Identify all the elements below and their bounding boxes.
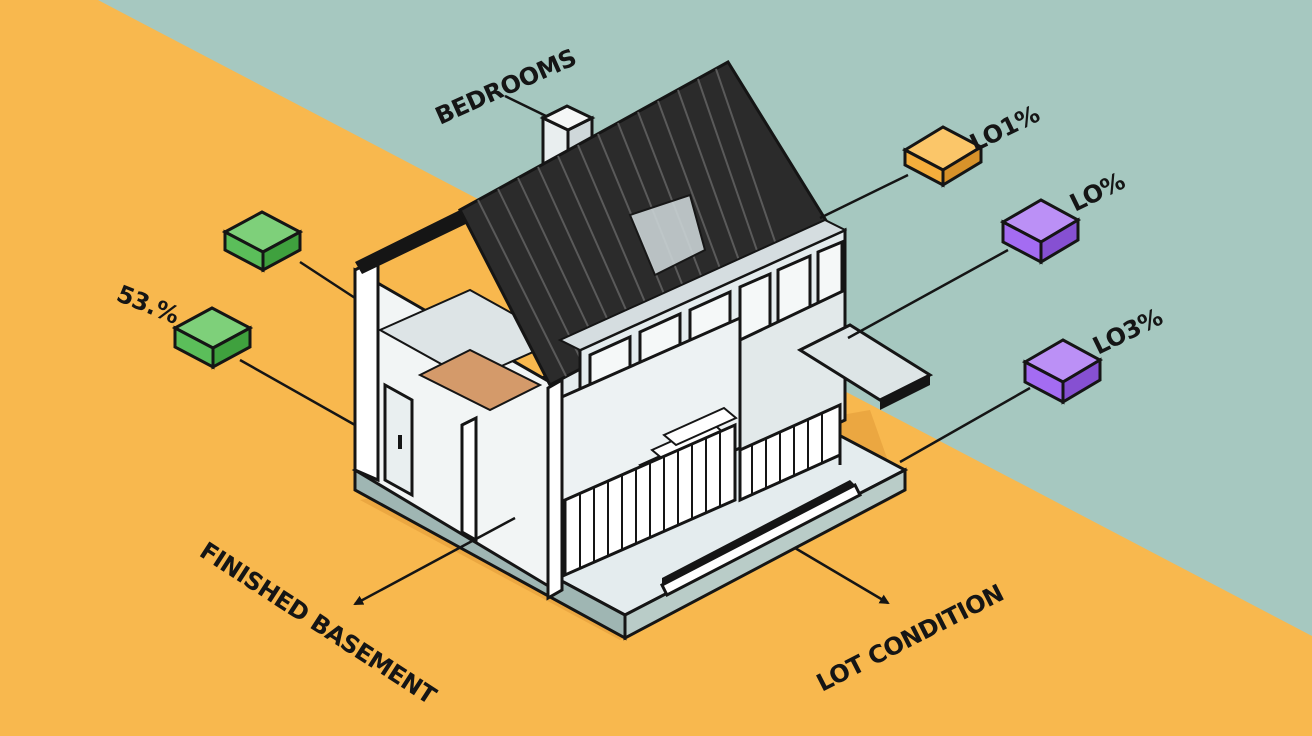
side-deck-edge <box>880 375 930 410</box>
leader-lines <box>239 94 1031 464</box>
side-balcony-railing <box>738 402 842 503</box>
lot-condition-arrow <box>794 546 890 605</box>
green-marker-top <box>221 210 304 273</box>
roof-dormer <box>628 193 707 277</box>
porch-post <box>460 415 478 543</box>
upper-glass-box-top <box>557 218 848 352</box>
left-eave-bar <box>355 210 470 274</box>
front-bench-top <box>662 480 855 585</box>
purple-marker-bottom <box>1021 338 1104 405</box>
wood-floor <box>417 348 543 412</box>
orange-marker <box>901 125 985 188</box>
finished-basement-arrow <box>353 516 516 606</box>
chimney-top <box>539 104 596 132</box>
left-corner-post <box>353 255 380 483</box>
front-balcony-railing <box>563 422 737 578</box>
green-marker-left <box>171 306 254 370</box>
door-handle <box>398 435 402 449</box>
center-corner-post <box>546 377 564 601</box>
purple-marker-top <box>999 198 1082 265</box>
